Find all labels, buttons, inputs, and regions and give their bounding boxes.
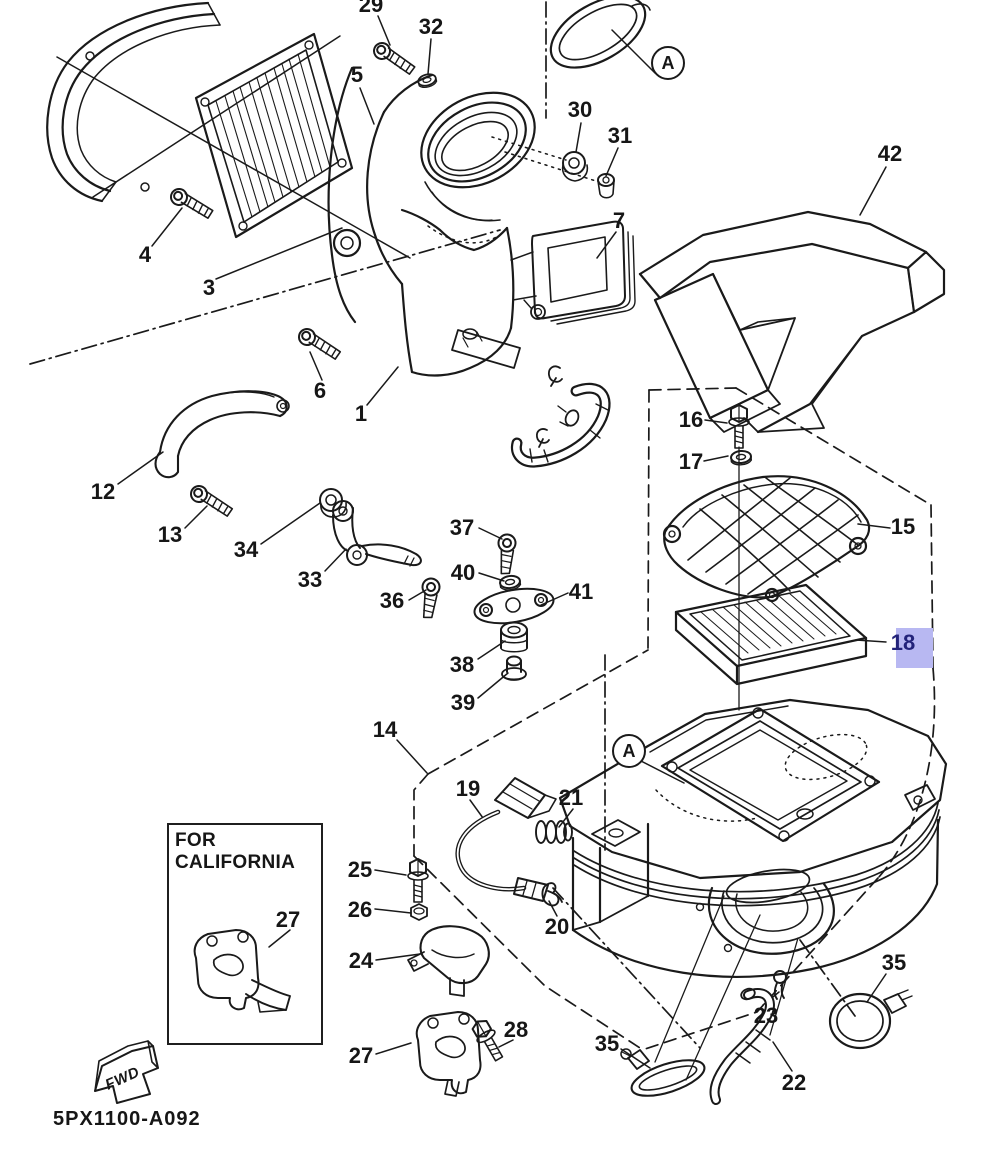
part-bracket-27-bottom xyxy=(415,1011,482,1097)
callout-27: 27 xyxy=(275,907,301,932)
bolt-25-icon xyxy=(407,858,429,903)
callout-22: 22 xyxy=(781,1070,807,1095)
california-label-line1: FOR xyxy=(175,830,217,851)
callout-23: 23 xyxy=(753,1003,779,1028)
section-marker-A-2: A xyxy=(612,734,646,768)
part-trim-molding xyxy=(46,1,221,203)
bolt-16-icon xyxy=(728,404,750,449)
callout-4: 4 xyxy=(138,242,152,267)
callout-15: 15 xyxy=(890,514,916,539)
part-screen xyxy=(194,32,354,239)
part-grommet-30 xyxy=(561,151,589,182)
callout-21: 21 xyxy=(558,785,584,810)
callout-12: 12 xyxy=(90,479,116,504)
callout-42: 42 xyxy=(877,141,903,166)
part-sensor-19 xyxy=(455,777,563,903)
callout-38: 38 xyxy=(449,652,475,677)
part-grommet-38 xyxy=(500,621,528,653)
screw-13-icon xyxy=(187,483,236,518)
callout-18: 18 xyxy=(890,630,916,655)
callout-35: 35 xyxy=(881,950,907,975)
callout-29: 29 xyxy=(358,0,384,17)
fwd-arrow-icon: FWD xyxy=(94,1040,159,1104)
part-filter-element xyxy=(674,583,868,686)
part-horn-shell xyxy=(327,66,546,377)
callout-6: 6 xyxy=(313,378,327,403)
part-frame-seal xyxy=(531,220,636,325)
callout-30: 30 xyxy=(567,97,593,122)
part-oval-seal xyxy=(549,0,651,69)
callout-3: 3 xyxy=(202,275,216,300)
callout-5: 5 xyxy=(350,62,364,87)
fwd-label: FWD xyxy=(103,1064,142,1094)
callout-17: 17 xyxy=(678,449,704,474)
bolt-37-icon xyxy=(494,532,518,576)
part-clamp-35-left xyxy=(620,1048,706,1097)
part-clip-23 xyxy=(773,970,787,1000)
part-clamp-35-right xyxy=(828,989,913,1050)
part-clip-20 xyxy=(541,882,560,907)
part-stay-bracket xyxy=(154,390,290,479)
callout-32: 32 xyxy=(418,14,444,39)
callout-1: 1 xyxy=(354,401,368,426)
callout-20: 20 xyxy=(544,914,570,939)
california-label-line2: CALIFORNIA xyxy=(175,852,296,873)
bolt-28-icon xyxy=(467,1015,509,1065)
callout-28: 28 xyxy=(503,1017,529,1042)
part-cleaner-cap xyxy=(662,475,871,603)
callout-19: 19 xyxy=(455,776,481,801)
part-nut-26 xyxy=(410,903,428,921)
callout-24: 24 xyxy=(348,948,374,973)
part-duct-foam xyxy=(638,210,946,434)
callout-35: 35 xyxy=(594,1031,620,1056)
callout-40: 40 xyxy=(450,560,476,585)
california-inset-box: FOR CALIFORNIA xyxy=(167,823,323,1045)
callout-25: 25 xyxy=(347,857,373,882)
bolt-36-icon xyxy=(417,576,442,620)
callout-16: 16 xyxy=(678,407,704,432)
part-bolt-31 xyxy=(597,173,615,199)
callout-14: 14 xyxy=(372,717,398,742)
highlight-box-part-18 xyxy=(896,628,933,668)
callout-37: 37 xyxy=(449,515,475,540)
callout-41: 41 xyxy=(568,579,594,604)
part-hose-22 xyxy=(709,987,775,1105)
part-grommet-21 xyxy=(535,820,573,844)
section-marker-A-1: A xyxy=(651,46,685,80)
callout-33: 33 xyxy=(297,567,323,592)
part-bracket-33 xyxy=(332,500,422,567)
callout-36: 36 xyxy=(379,588,405,613)
part-valve-24 xyxy=(407,925,490,997)
callout-26: 26 xyxy=(347,897,373,922)
callout-34: 34 xyxy=(233,537,259,562)
washer-17-icon xyxy=(729,449,753,467)
screw-4-icon xyxy=(168,187,216,220)
part-spacer-39 xyxy=(501,655,527,681)
screw-29-icon xyxy=(369,40,419,76)
construction-lines xyxy=(29,1,936,1051)
part-bracket-27-california xyxy=(193,929,291,1013)
callout-39: 39 xyxy=(450,690,476,715)
part-breather-hose xyxy=(510,365,611,468)
callout-27: 27 xyxy=(348,1043,374,1068)
screw-6-icon xyxy=(295,326,344,361)
callout-31: 31 xyxy=(607,123,633,148)
callout-7: 7 xyxy=(612,208,626,233)
diagram-sheet-code: 5PX1100-A092 xyxy=(53,1108,201,1130)
callout-13: 13 xyxy=(157,522,183,547)
part-cleaner-case xyxy=(558,698,948,978)
